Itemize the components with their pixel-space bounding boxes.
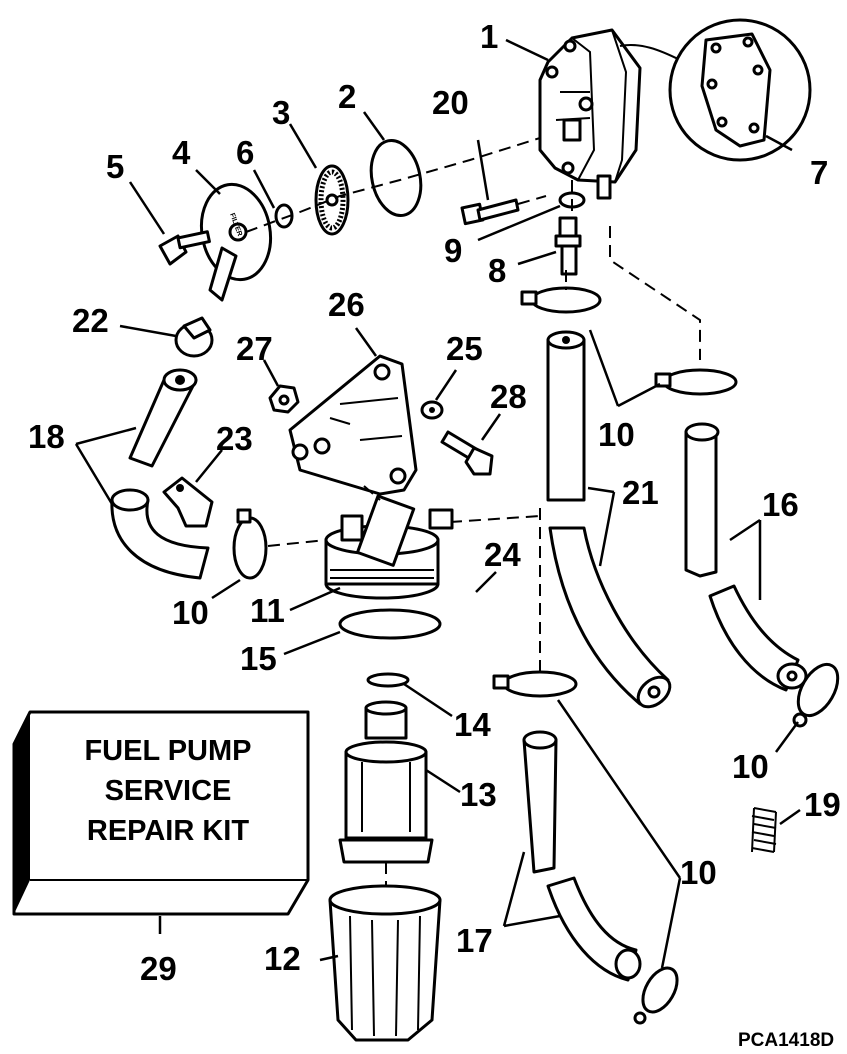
callout-14: 14: [454, 706, 491, 743]
washer-25: [420, 400, 444, 420]
callout-20: 20: [432, 84, 469, 121]
fitting-8: [554, 180, 582, 276]
filter-base-11: [324, 485, 454, 600]
repair-kit-box: FUEL PUMP SERVICE REPAIR KIT: [12, 710, 310, 916]
clamp-right-upper: [654, 368, 738, 396]
callout-16: 16: [762, 486, 799, 523]
callout-11: 11: [250, 592, 285, 629]
callout-26: 26: [328, 286, 365, 323]
callout-10-mid: 10: [680, 854, 717, 891]
callout-29: 29: [140, 950, 177, 987]
figure-code: PCA1418D: [738, 1030, 834, 1051]
clamp-lower: [633, 966, 679, 1025]
callout-15: 15: [240, 640, 277, 677]
bracket-26: [288, 354, 418, 496]
dash-clamp-base: [267, 539, 327, 547]
clamp-22: [174, 316, 214, 358]
fuel-pump-body: [538, 28, 681, 200]
callout-27: 27: [236, 330, 273, 367]
callout-8: 8: [488, 252, 506, 289]
callout-10-right-lower: 10: [732, 748, 769, 785]
dash-pump-to-hose16: [609, 226, 701, 360]
callout-17: 17: [456, 922, 493, 959]
o-ring-14: [366, 672, 410, 688]
callout-21: 21: [622, 474, 659, 511]
callout-6: 6: [236, 134, 254, 171]
callout-1: 1: [480, 18, 498, 55]
kit-label-line1: FUEL PUMP: [84, 735, 251, 767]
hose-21-upper: [546, 330, 586, 502]
callout-5: 5: [106, 148, 124, 185]
screw-5: [158, 230, 211, 266]
clamp-mid: [492, 670, 578, 698]
filter-element-13: [338, 700, 434, 864]
clip-23: [162, 476, 214, 528]
callout-24: 24: [484, 536, 521, 573]
callout-13: 13: [460, 776, 497, 813]
callout-23: 23: [216, 420, 253, 457]
callout-12: 12: [264, 940, 301, 977]
callout-28: 28: [490, 378, 527, 415]
spring-19: [751, 807, 777, 853]
kit-label-line2: SERVICE: [105, 775, 232, 807]
callout-10-left: 10: [172, 594, 209, 631]
nut-27: [268, 384, 300, 414]
o-ring-15: [338, 608, 442, 640]
kit-label-line3: REPAIR KIT: [87, 815, 249, 847]
callout-2: 2: [338, 78, 356, 115]
hose-18-upper: [128, 368, 198, 468]
callout-9: 9: [444, 232, 462, 269]
hose-16: [684, 422, 808, 692]
callout-7: 7: [810, 154, 828, 191]
callout-numbers: 1 2 3 4 5 6 7 8 9 10 10 10 10 11 12 13 1…: [28, 18, 841, 987]
hose-17: [522, 730, 642, 982]
clamp-left: [232, 508, 268, 580]
callout-3: 3: [272, 94, 290, 131]
leader-lines: [74, 38, 801, 969]
callout-10-right-upper: 10: [598, 416, 635, 453]
o-ring-2: [369, 138, 423, 218]
cover-4: FILTER: [199, 182, 273, 302]
callout-25: 25: [446, 330, 483, 367]
dash-base-hose21: [449, 515, 541, 523]
callout-4: 4: [172, 134, 191, 171]
clamp-upper: [520, 286, 602, 314]
bolt-28: [440, 430, 494, 476]
hose-21-lower: [548, 526, 672, 709]
callout-18: 18: [28, 418, 65, 455]
gasket-detail-inset: [668, 18, 812, 162]
hose-18-lower: [110, 488, 210, 580]
callout-22: 22: [72, 302, 109, 339]
callout-19: 19: [804, 786, 841, 823]
filter-screen-3: [314, 164, 350, 236]
bolt-20: [460, 195, 547, 226]
filter-bowl-12: [328, 862, 442, 1042]
